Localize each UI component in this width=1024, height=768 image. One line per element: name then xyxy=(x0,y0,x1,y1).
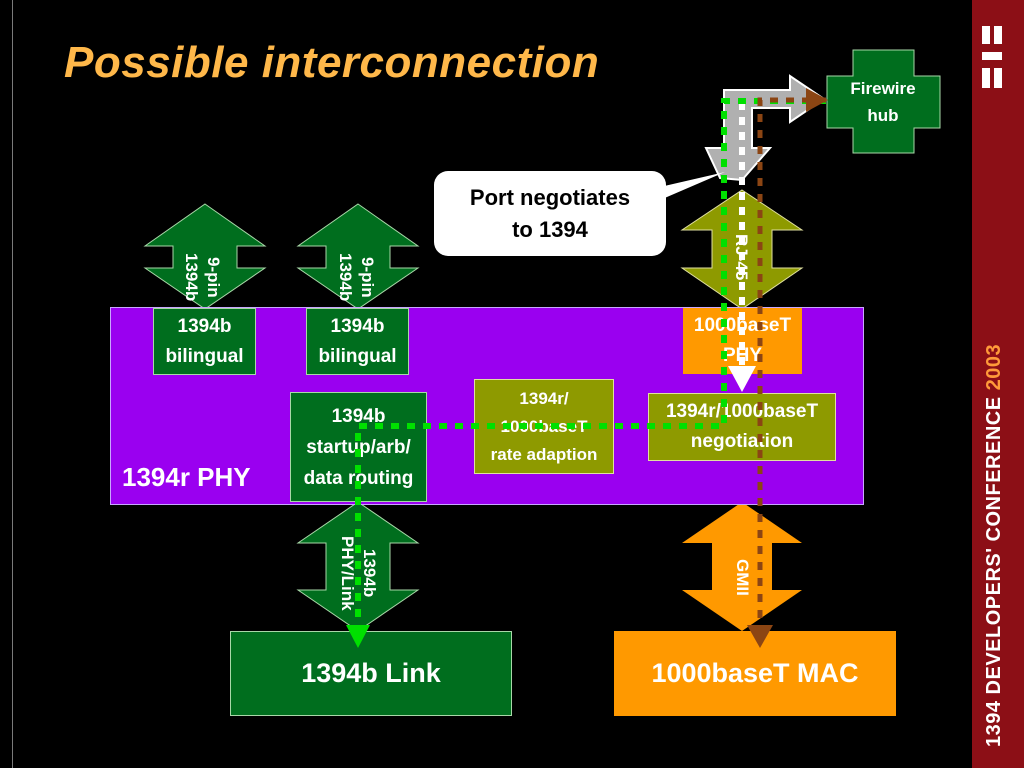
rate-adaption-box: 1394r/ 1000baseT rate adaption xyxy=(474,379,614,474)
brown-arrowhead-bottom xyxy=(747,625,773,648)
ninepin-label-1: 9-pin 1394b xyxy=(182,252,223,302)
phy-region-label: 1394r PHY xyxy=(122,462,251,492)
conference-logo-text: 1394 DEVELOPERS' CONFERENCE 2003 xyxy=(983,344,1006,747)
firewire-hub-shape xyxy=(826,49,941,154)
slide-title: Possible interconnection xyxy=(64,38,600,87)
white-arrowhead xyxy=(728,366,756,392)
ninepin-label-2: 9-pin 1394b xyxy=(336,252,377,302)
mac-1000baset-box: 1000baseT MAC xyxy=(614,631,896,716)
conference-year: 2003 xyxy=(983,343,1005,391)
left-rule xyxy=(12,0,13,768)
bilingual-box-2: 1394b bilingual xyxy=(306,308,409,375)
firewire-hub-label: Firewire hub xyxy=(850,79,916,125)
gmii-arrow xyxy=(682,502,802,631)
conference-name: 1394 DEVELOPERS' CONFERENCE xyxy=(983,390,1005,747)
gmii-label: GMII xyxy=(733,558,752,596)
conference-logo-bar xyxy=(972,0,1024,768)
green-arrowhead xyxy=(346,625,370,648)
link-1394b-box: 1394b Link xyxy=(230,631,512,716)
callout-pointer xyxy=(660,172,725,200)
phylink-label: 1394b PHY/Link xyxy=(338,535,379,611)
brown-arrowhead-top xyxy=(806,88,828,112)
port-callout: Port negotiates to 1394 xyxy=(434,171,666,256)
green-dotted-path xyxy=(355,98,826,628)
bilingual-box-1: 1394b bilingual xyxy=(153,308,256,375)
logo-mark-icon xyxy=(982,26,1002,88)
brown-dotted-path xyxy=(757,97,826,628)
